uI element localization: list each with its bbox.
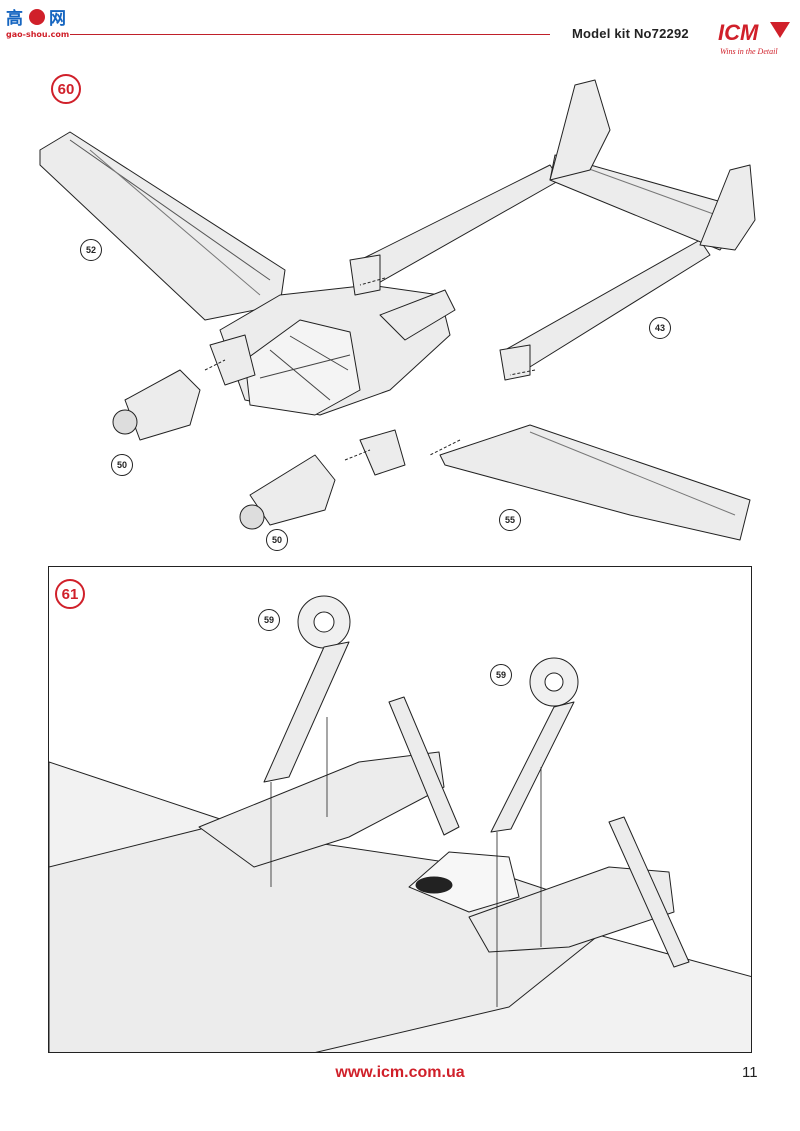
svg-text:Wins in the Detail: Wins in the Detail xyxy=(720,47,778,56)
svg-text:高: 高 xyxy=(6,8,23,29)
icm-logo: ICM Wins in the Detail xyxy=(712,14,796,58)
step-60-badge: 60 xyxy=(51,74,81,104)
header-rule xyxy=(70,34,550,35)
step-60-illustration xyxy=(30,70,780,560)
page-number: 11 xyxy=(742,1064,758,1081)
watermark-logo: 高 网 gao-shou.com xyxy=(4,4,76,40)
part-label-59-right: 59 xyxy=(490,664,512,686)
part-label-52: 52 xyxy=(80,239,102,261)
part-label-50-left: 50 xyxy=(111,454,133,476)
part-label-59-left: 59 xyxy=(258,609,280,631)
svg-text:网: 网 xyxy=(49,9,66,29)
part-label-50-right: 50 xyxy=(266,529,288,551)
footer-url: www.icm.com.ua xyxy=(335,1064,465,1081)
part-label-43: 43 xyxy=(649,317,671,339)
step-61-frame xyxy=(48,566,752,1053)
model-kit-number: Model kit No72292 xyxy=(572,26,689,41)
svg-text:ICM: ICM xyxy=(718,20,759,45)
svg-text:gao-shou.com: gao-shou.com xyxy=(6,30,69,39)
part-label-55: 55 xyxy=(499,509,521,531)
step-61-badge: 61 xyxy=(55,579,85,609)
